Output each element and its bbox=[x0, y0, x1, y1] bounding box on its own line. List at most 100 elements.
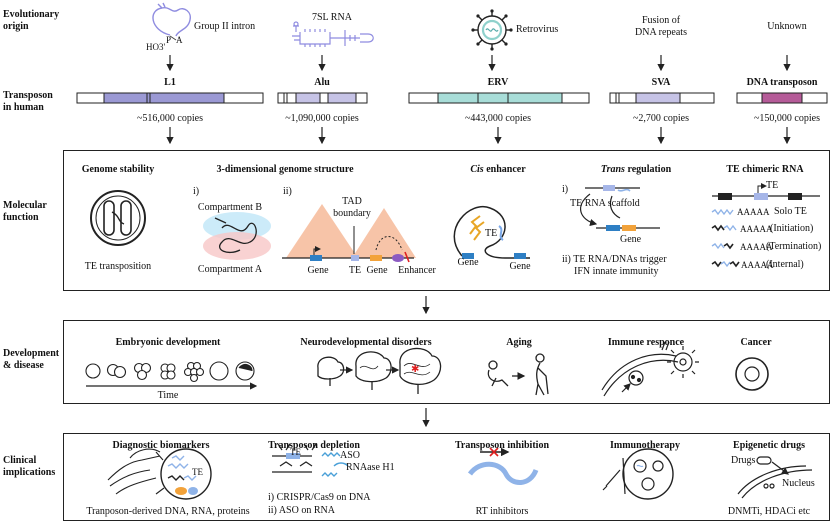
copies-l1: ~516,000 copies bbox=[137, 113, 203, 124]
genome-3d-title: 3-dimensional genome structure bbox=[216, 164, 354, 175]
copies-dna: ~150,000 copies bbox=[754, 113, 820, 124]
cancer-cell-icon bbox=[735, 357, 769, 391]
chimeric-internal: (Internal) bbox=[766, 259, 804, 270]
rnaase-label: RNAase H1 bbox=[346, 462, 395, 473]
transposon-name-erv: ERV bbox=[487, 77, 509, 88]
copies-alu: ~1,090,000 copies bbox=[285, 113, 359, 124]
embryonic-development-title: Embryonic development bbox=[115, 337, 221, 348]
nucleus-label: Nucleus bbox=[782, 478, 815, 489]
dna-transposon-bar bbox=[736, 92, 828, 104]
transposon-name-alu: Alu bbox=[314, 77, 330, 88]
chimeric-initiation: (Initiation) bbox=[770, 223, 814, 234]
te-transposition-label: TE transposition bbox=[84, 261, 152, 272]
cis-gene-label: Gene bbox=[457, 257, 479, 268]
depletion-crispr-label: i) CRISPR/Cas9 on DNA bbox=[268, 492, 371, 503]
transposon-name-l1: L1 bbox=[164, 77, 176, 88]
time-label: Time bbox=[157, 390, 179, 401]
copies-arrows bbox=[166, 127, 791, 145]
biomarkers-te-label: TE bbox=[192, 467, 203, 477]
compartment-icon bbox=[203, 212, 271, 260]
origin-unknown: Unknown bbox=[767, 21, 807, 32]
rt-inhibition-icon bbox=[467, 447, 539, 485]
origin-retrovirus: Retrovirus bbox=[516, 24, 559, 35]
transposon-inhibition-title: Transposon inhibition bbox=[454, 440, 550, 451]
cis-gene2-label: Gene bbox=[509, 261, 531, 272]
rt-inhibitors-label: RT inhibitors bbox=[475, 506, 529, 517]
origin-arrows bbox=[166, 55, 791, 72]
trans-i-label: i) bbox=[562, 184, 569, 195]
chimeric-aaaaa-3: AAAAA bbox=[740, 242, 773, 252]
aging-icon bbox=[487, 353, 549, 396]
erv-bar bbox=[408, 92, 590, 104]
immunotherapy-icon bbox=[602, 448, 674, 500]
7sl-rna-icon bbox=[292, 21, 374, 47]
transposon-name-sva: SVA bbox=[651, 77, 671, 88]
epigenetic-subtitle: DNMTi, HDACi etc bbox=[727, 506, 811, 517]
cancer-title: Cancer bbox=[740, 337, 772, 348]
development-disease-panel bbox=[63, 320, 830, 404]
origin-group2-ho3: HO3' bbox=[146, 42, 166, 52]
te-chimeric-rna-graphic bbox=[711, 183, 820, 268]
transposon-name-dna: DNA transposon bbox=[746, 77, 818, 88]
copies-erv: ~443,000 copies bbox=[465, 113, 531, 124]
cis-enhancer-loop bbox=[453, 205, 530, 259]
blood-sampling-icon bbox=[107, 448, 212, 500]
alu-bar bbox=[277, 92, 368, 104]
cis-enhancer-title: Cis enhancer bbox=[470, 164, 526, 175]
tad-gene-label: Gene bbox=[307, 265, 329, 276]
immune-response-title: Immune responce bbox=[607, 337, 685, 348]
diagnostic-biomarkers-title: Diagnostic biomarkers bbox=[112, 440, 210, 451]
chimeric-aaaaa-4: AAAAA bbox=[741, 260, 774, 270]
chimeric-termination: (Termination) bbox=[766, 241, 822, 252]
trans-regulation-graphic bbox=[580, 185, 660, 231]
tad-enhancer-label: Enhancer bbox=[398, 265, 436, 276]
copies-sva: ~2,700 copies bbox=[633, 113, 689, 124]
sva-bar bbox=[609, 92, 715, 104]
origin-group2-intron: Group II intron bbox=[194, 21, 256, 32]
genome-3d-i-label: i) bbox=[193, 186, 200, 197]
cis-te-label: TE bbox=[485, 228, 498, 239]
drugs-label: Drugs bbox=[731, 455, 756, 466]
trans-ii-label: ii) TE RNA/DNAs trigger IFN innate immun… bbox=[562, 254, 667, 277]
row-label-clinical-implications: Clinical implications bbox=[3, 455, 56, 478]
crispr-icon bbox=[272, 443, 317, 473]
compartment-b-label: Compartment B bbox=[197, 202, 263, 213]
row-label-transposon-in-human: Transposon in human bbox=[3, 90, 53, 113]
depletion-aso-label: ii) ASO on RNA bbox=[268, 505, 335, 516]
row-label-evolutionary-origin: Evolutionary origin bbox=[3, 9, 60, 32]
origin-group2-a: A bbox=[176, 35, 183, 45]
genome-3d-ii-label: ii) bbox=[283, 186, 292, 197]
te-chimeric-rna-title: TE chimeric RNA bbox=[726, 164, 804, 175]
trans-gene-label: Gene bbox=[620, 234, 642, 245]
chimeric-te-label: TE bbox=[766, 180, 779, 191]
molecular-function-panel bbox=[63, 150, 830, 291]
clinical-implications-panel bbox=[63, 433, 830, 521]
chimeric-aaaaa-1: AAAAA bbox=[737, 207, 770, 217]
biomarkers-subtitle: Tranposon-derived DNA, RNA, proteins bbox=[86, 506, 250, 517]
row-label-molecular-function: Molecular function bbox=[3, 200, 47, 223]
neurodevelopmental-title: Neurodevelopmental disorders bbox=[300, 337, 432, 348]
epigenetic-drugs-title: Epigenetic drugs bbox=[733, 440, 805, 451]
chimeric-solo-te: Solo TE bbox=[774, 206, 807, 217]
retrovirus-icon bbox=[471, 9, 513, 51]
te-rna-scaffold-label: TE RNA scaffold bbox=[570, 198, 640, 209]
genome-stability-title: Genome stability bbox=[81, 164, 155, 175]
epigenetic-drugs-icon bbox=[737, 456, 813, 499]
tad-domains bbox=[282, 204, 416, 263]
depletion-te-label: TE bbox=[290, 447, 301, 457]
aging-title: Aging bbox=[506, 337, 532, 348]
origin-7sl-rna: 7SL RNA bbox=[312, 12, 352, 23]
tad-boundary-label: TAD boundary bbox=[333, 196, 371, 219]
immune-response-icon bbox=[601, 341, 699, 397]
group2-intron-icon bbox=[152, 2, 192, 37]
tad-gene2-label: Gene bbox=[366, 265, 388, 276]
row-label-development-disease: Development & disease bbox=[3, 348, 60, 371]
aso-icon bbox=[321, 452, 349, 477]
immunotherapy-title: Immunotherapy bbox=[609, 440, 681, 451]
nucleus-chromosome-icon bbox=[90, 190, 146, 246]
chimeric-aaaaa-2: AAAAA bbox=[740, 224, 773, 234]
origin-sva: Fusion of DNA repeats bbox=[635, 15, 687, 38]
transposon-depletion-title: Transposon depletion bbox=[268, 440, 360, 451]
l1-bar bbox=[76, 92, 264, 104]
